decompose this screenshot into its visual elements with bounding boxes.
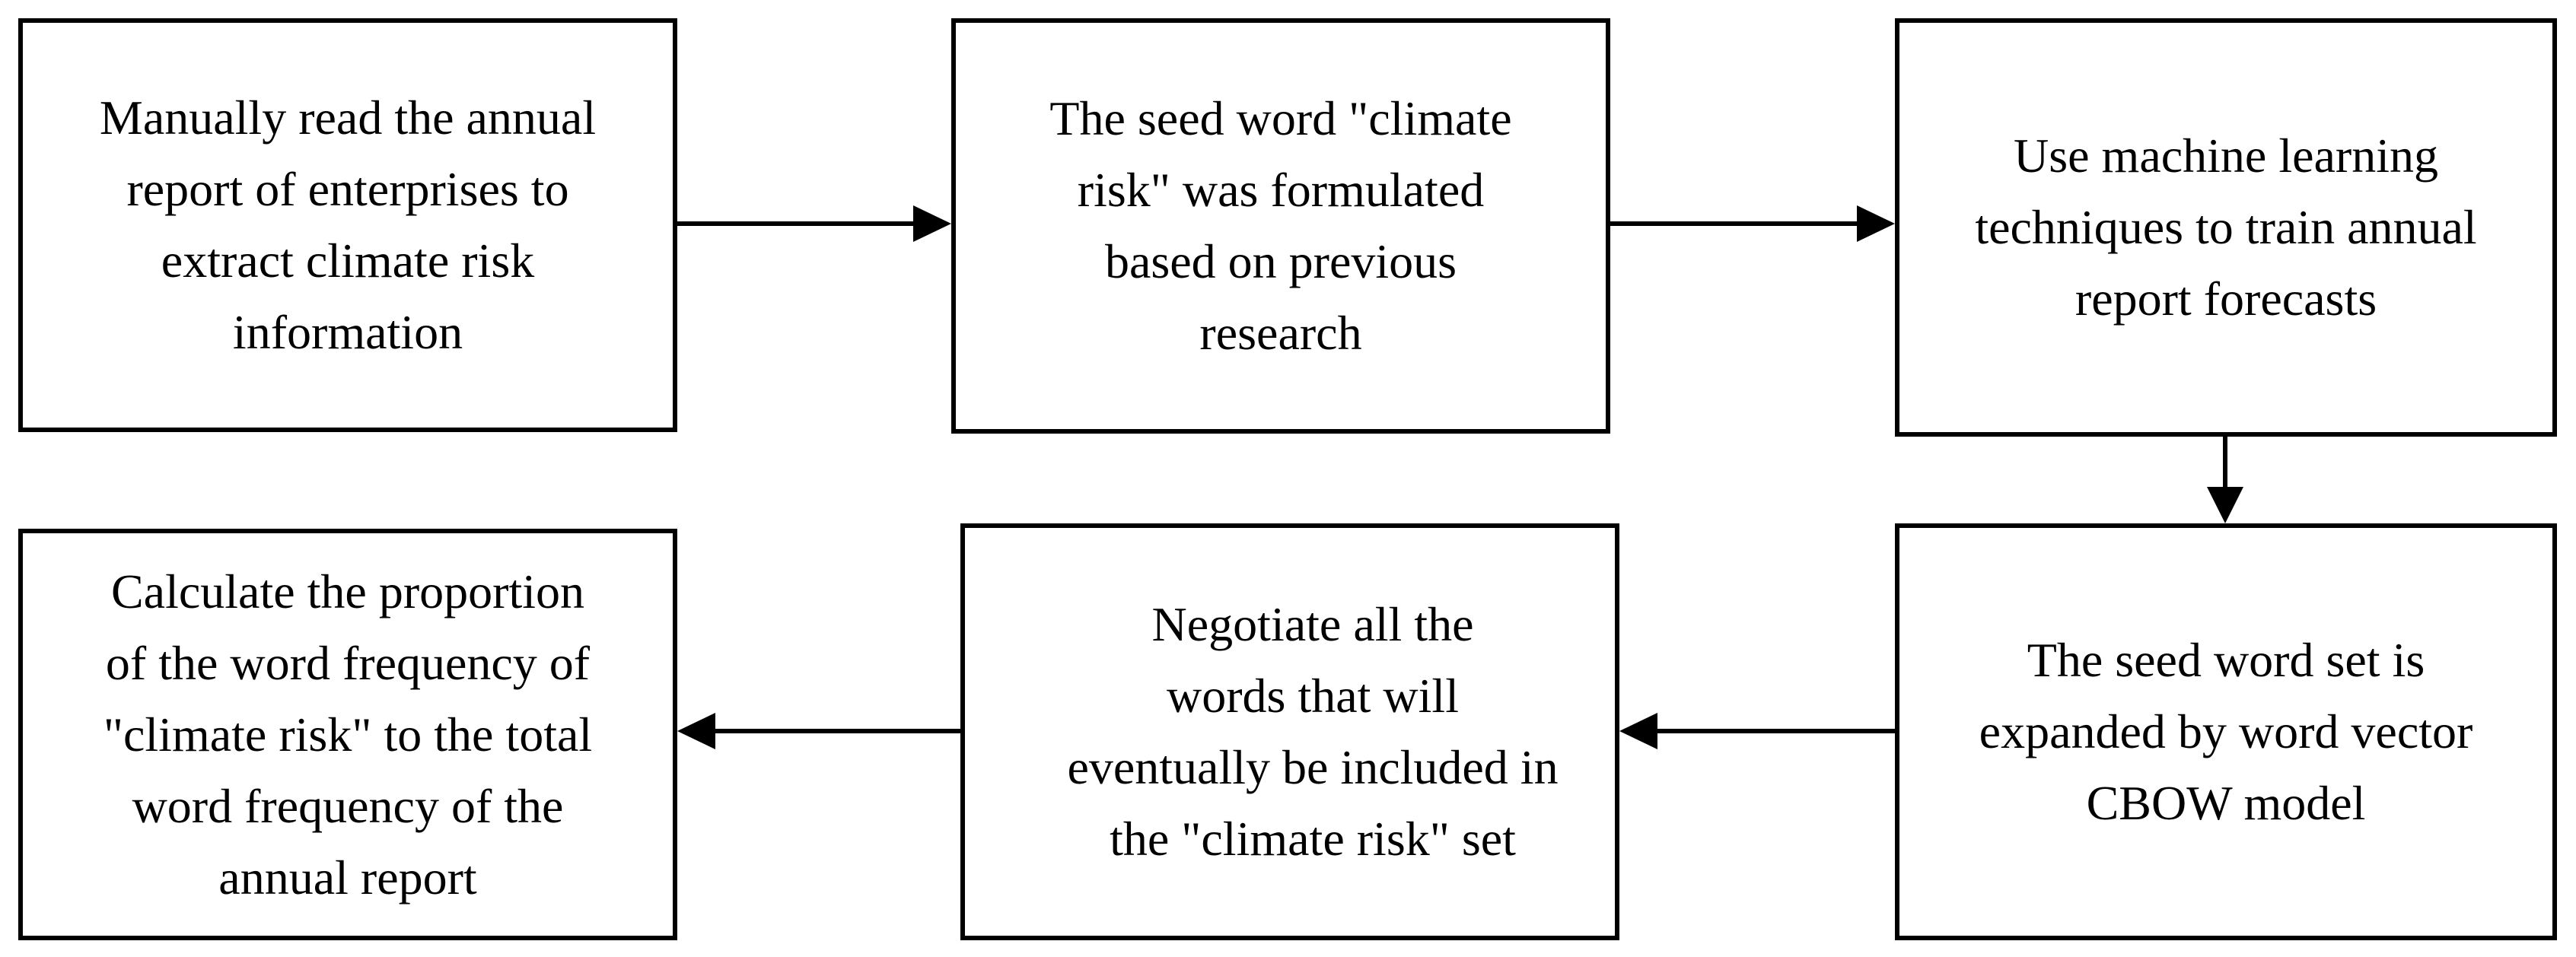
step-2-box: The seed word "climate risk" was formula… bbox=[951, 18, 1610, 434]
step-5-text: Negotiate all the words that will eventu… bbox=[1067, 597, 1559, 866]
step-5-box: Negotiate all the words that will eventu… bbox=[960, 523, 1619, 940]
step-4-box: The seed word set is expanded by word ve… bbox=[1895, 523, 2557, 940]
arrow-step3-to-step4 bbox=[2207, 437, 2243, 523]
step-6-text: Calculate the proportion of the word fre… bbox=[103, 564, 593, 905]
step-4-text: The seed word set is expanded by word ve… bbox=[1979, 633, 2473, 830]
step-3-box: Use machine learning techniques to train… bbox=[1895, 18, 2557, 437]
arrow-step2-to-step3 bbox=[1610, 205, 1895, 242]
step-6-box: Calculate the proportion of the word fre… bbox=[18, 529, 677, 940]
step-1-box: Manually read the annual report of enter… bbox=[18, 18, 677, 432]
step-1-text: Manually read the annual report of enter… bbox=[99, 91, 597, 359]
step-2-text: The seed word "climate risk" was formula… bbox=[1049, 91, 1512, 360]
step-3-text: Use machine learning techniques to train… bbox=[1975, 129, 2477, 326]
arrow-step5-to-step6 bbox=[677, 713, 960, 749]
arrow-step4-to-step5 bbox=[1619, 713, 1895, 749]
arrow-step1-to-step2 bbox=[677, 205, 951, 242]
